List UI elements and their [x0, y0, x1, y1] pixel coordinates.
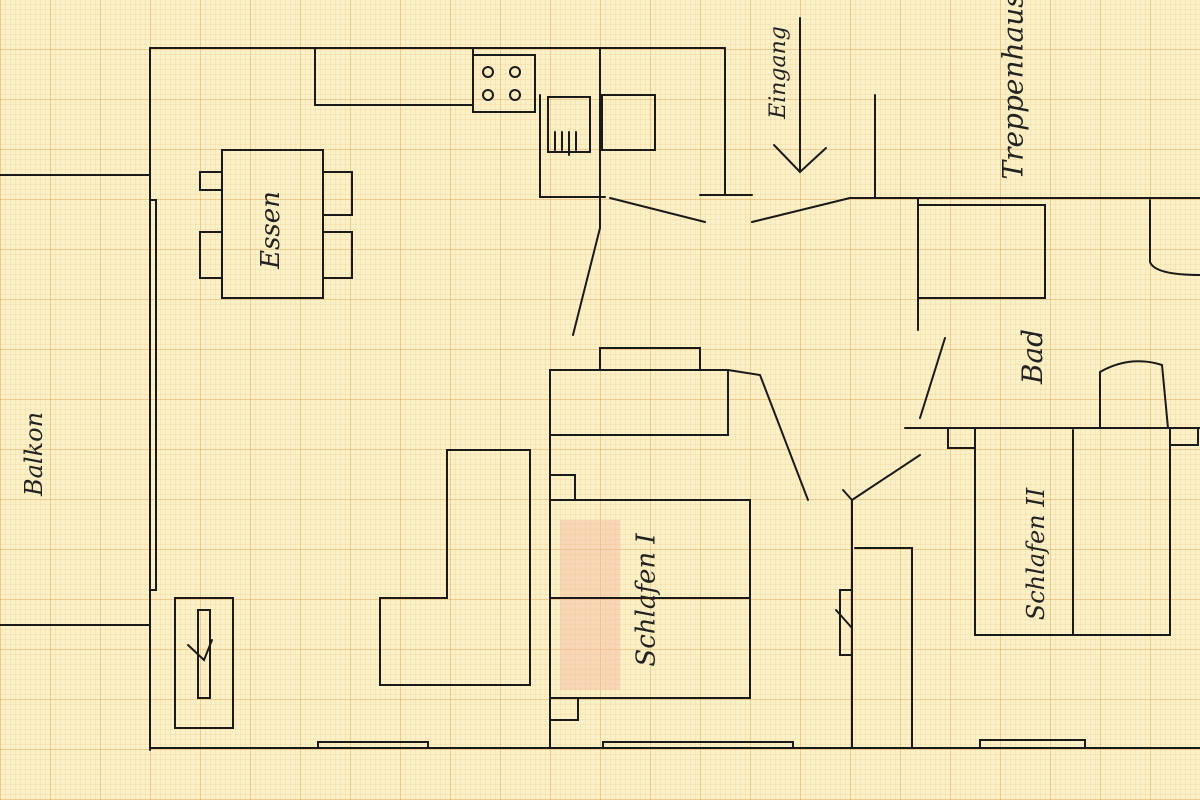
label-stairwell: Treppenhaus [996, 0, 1030, 180]
burner-icon [509, 89, 521, 101]
label-entrance: Eingang [765, 26, 791, 119]
tv-cabinet [174, 597, 234, 729]
sofa [379, 449, 531, 686]
kitchen-counter [314, 47, 474, 106]
wardrobe [549, 369, 729, 436]
label-balcony: Balkon [20, 411, 49, 497]
bathroom [917, 199, 1200, 429]
washbasin [1149, 199, 1200, 276]
burner-icon [509, 66, 521, 78]
shower [1099, 360, 1169, 429]
fridge [601, 94, 656, 151]
burner-icon [482, 66, 494, 78]
burner-icon [482, 89, 494, 101]
doors [572, 197, 946, 656]
bedroom-1-furniture [549, 347, 751, 721]
bathtub [917, 204, 1046, 299]
kitchen [314, 47, 753, 229]
label-dining: Essen [255, 191, 286, 269]
dining-table [199, 149, 353, 299]
label-bedroom-1: Schlafen I [631, 533, 662, 667]
label-bedroom-2: Schlafen II [1022, 487, 1051, 621]
entrance-arrow-icon [773, 17, 827, 174]
living-furniture [174, 449, 531, 729]
stove [472, 54, 536, 113]
balcony-outline [0, 174, 151, 626]
label-bath: Bad [1016, 328, 1050, 385]
bedroom-2-furniture [947, 427, 1199, 636]
outer-walls [149, 47, 1200, 751]
windows [149, 199, 1086, 749]
